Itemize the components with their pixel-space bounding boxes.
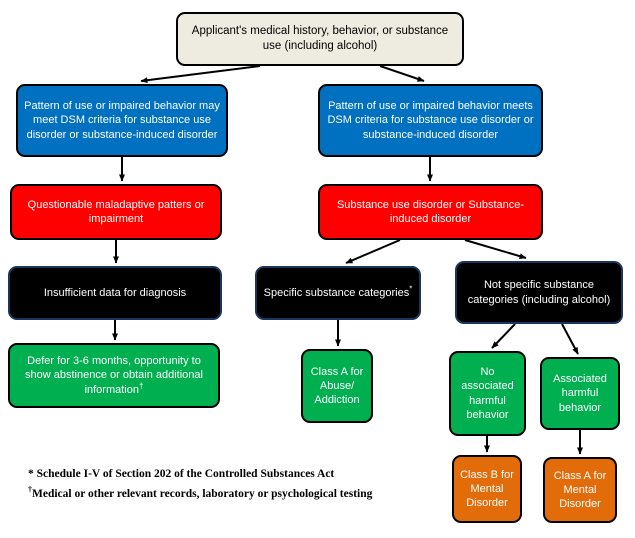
node-label-text: Specific substance categories <box>263 286 410 299</box>
node-label: Questionable maladaptive patters or impa… <box>27 198 205 225</box>
node-label: Not specific substance categories (inclu… <box>467 279 611 306</box>
node-associated-harmful-behavior: Associated harmful behavior <box>540 357 620 430</box>
node-defer-3-6-months: Defer for 3-6 months, opportunity to sho… <box>8 343 220 408</box>
node-class-b-mental-disorder: Class B for Mental Disorder <box>452 455 522 523</box>
node-label-text: Defer for 3-6 months, opportunity to sho… <box>25 355 203 396</box>
node-not-specific-substance-categories: Not specific substance categories (inclu… <box>455 261 623 324</box>
node-label: Class B for Mental Disorder <box>460 468 514 510</box>
node-label: Class A for Abuse/ Addiction <box>310 365 364 407</box>
node-class-a-abuse-addiction: Class A for Abuse/ Addiction <box>301 349 373 423</box>
footnote-medical-text: Medical or other relevant records, labor… <box>32 487 373 500</box>
node-label: Pattern of use or impaired behavior may … <box>24 100 220 141</box>
footnote-schedule: * Schedule I-V of Section 202 of the Con… <box>28 468 335 480</box>
node-may-meet-dsm-criteria: Pattern of use or impaired behavior may … <box>16 84 228 157</box>
node-label: Insufficient data for diagnosis <box>43 286 187 299</box>
node-label: Class A for Mental Disorder <box>553 469 607 511</box>
node-insufficient-data: Insufficient data for diagnosis <box>8 266 222 320</box>
node-substance-use-disorder: Substance use disorder or Substance-indu… <box>318 184 543 240</box>
node-class-a-mental-disorder: Class A for Mental Disorder <box>543 457 617 523</box>
node-label: Specific substance categories* <box>263 284 413 300</box>
asterisk-mark: * <box>409 284 413 294</box>
node-label: Defer for 3-6 months, opportunity to sho… <box>16 354 212 397</box>
node-specific-substance-categories: Specific substance categories* <box>255 266 421 320</box>
node-questionable-maladaptive-patterns: Questionable maladaptive patters or impa… <box>10 184 222 240</box>
dagger-symbol: † <box>28 484 32 494</box>
node-label: Applicant's medical history, behavior, o… <box>191 25 449 52</box>
footnote-medical: †Medical or other relevant records, labo… <box>28 484 372 504</box>
node-applicant-medical-history: Applicant's medical history, behavior, o… <box>176 12 464 66</box>
dagger-mark: † <box>138 380 144 390</box>
node-meets-dsm-criteria: Pattern of use or impaired behavior meet… <box>318 84 543 157</box>
footnotes: * Schedule I-V of Section 202 of the Con… <box>28 466 372 503</box>
node-label: Pattern of use or impaired behavior meet… <box>327 100 534 141</box>
node-label: No associated harmful behavior <box>461 365 514 421</box>
node-label: Associated harmful behavior <box>553 373 607 414</box>
node-label: Substance use disorder or Substance-indu… <box>336 198 525 225</box>
node-no-associated-harmful-behavior: No associated harmful behavior <box>449 351 526 436</box>
